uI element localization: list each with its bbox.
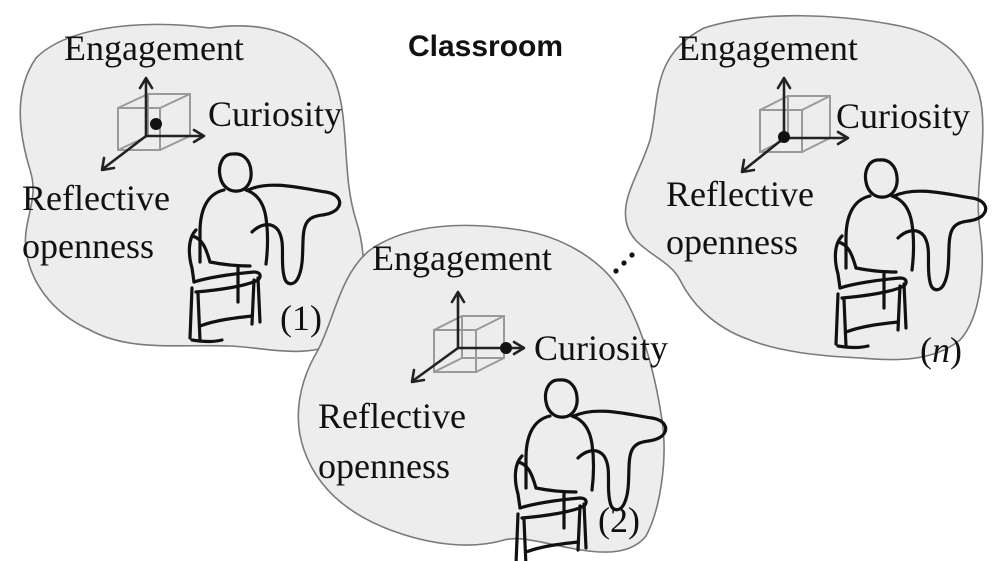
- student-2-curiosity-label: Curiosity: [534, 328, 668, 368]
- student-2-openness-label: openness: [318, 446, 450, 486]
- student-n-engagement-label: Engagement: [678, 28, 858, 68]
- student-1-region: Engagement Curiosity Reflective openness…: [19, 23, 365, 353]
- student-1-point: [150, 118, 162, 130]
- continuation-ellipsis-icon: [613, 252, 635, 274]
- student-1-index-label: (1): [280, 298, 322, 338]
- student-1-openness-label: openness: [22, 226, 154, 266]
- student-n-index-label: (n): [920, 330, 962, 370]
- student-n-openness-label: openness: [666, 222, 798, 262]
- student-2-point: [500, 342, 512, 354]
- student-1-engagement-label: Engagement: [64, 28, 244, 68]
- student-1-reflective-label: Reflective: [22, 178, 170, 218]
- student-n-point: [778, 131, 790, 143]
- student-2-cube: [433, 315, 505, 373]
- student-2-engagement-label: Engagement: [372, 238, 552, 278]
- student-1-axes: [100, 76, 206, 172]
- student-n-reflective-label: Reflective: [666, 174, 814, 214]
- student-2-region: Engagement Curiosity Reflective openness…: [297, 224, 668, 561]
- student-1-curiosity-label: Curiosity: [208, 94, 342, 134]
- student-n-region: Engagement Curiosity Reflective openness…: [624, 14, 988, 370]
- student-n-cloud: [624, 14, 984, 361]
- student-2-index-label: (2): [598, 500, 640, 540]
- diagram-title: Classroom: [408, 30, 563, 63]
- student-2-reflective-label: Reflective: [318, 396, 466, 436]
- student-n-curiosity-label: Curiosity: [836, 96, 970, 136]
- student-n-axes: [740, 76, 850, 174]
